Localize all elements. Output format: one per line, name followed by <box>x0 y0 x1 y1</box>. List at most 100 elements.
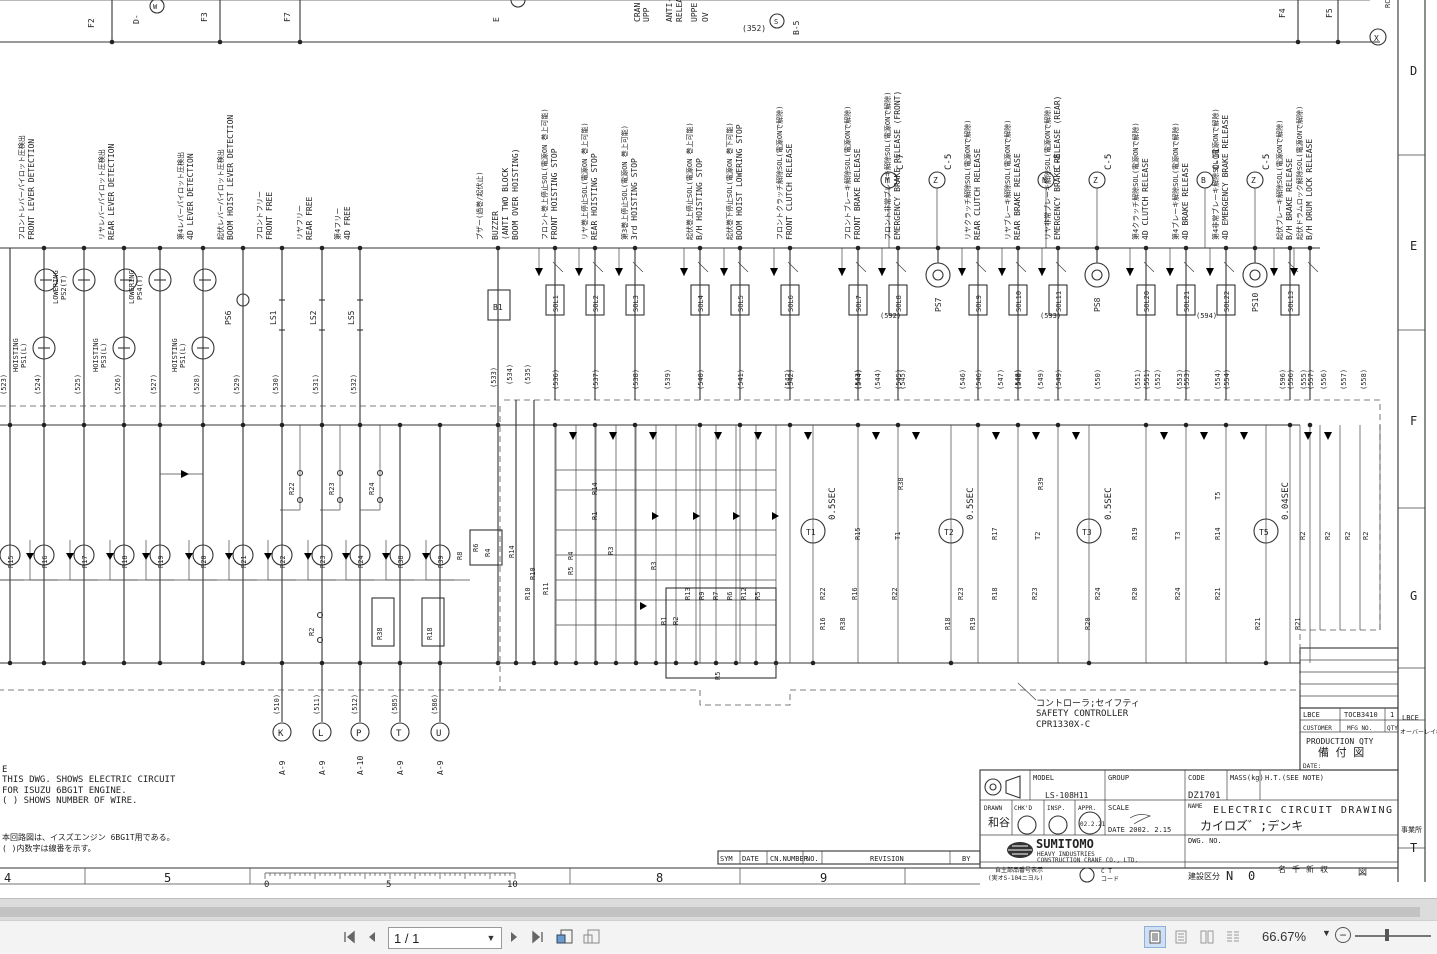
next-page-button[interactable] <box>503 926 525 948</box>
solenoid-box <box>545 284 565 316</box>
wire-number: (548) <box>1014 369 1022 390</box>
junction-dot <box>855 422 861 428</box>
pressure-switch-mode: LOWERING <box>128 270 136 304</box>
contact-label: R7 <box>712 592 720 600</box>
junction-dot <box>1307 422 1313 428</box>
contact-label: R19 <box>969 617 977 630</box>
timer-coil <box>1253 518 1279 544</box>
connector-letter: U <box>436 729 441 739</box>
zoom-level[interactable]: 66.67% <box>1262 929 1307 944</box>
contact-label: R24 <box>368 482 376 495</box>
continuous-facing-view-button[interactable] <box>1222 926 1244 948</box>
zoom-out-button[interactable]: − <box>1335 927 1351 943</box>
horizontal-scrollbar[interactable] <box>0 898 1437 921</box>
junction-dot <box>279 660 285 666</box>
wire-number: (537) <box>592 369 600 390</box>
zoom-dropdown-icon[interactable]: ▼ <box>1322 928 1331 938</box>
connector-letter: T <box>396 729 402 739</box>
contact-label: R19 <box>1131 527 1139 540</box>
scale-tick-label: 0 <box>264 880 269 890</box>
wire-number: (556) <box>1320 369 1328 390</box>
input-jp-label: 第4フリー <box>333 208 342 240</box>
wire-number: (586) <box>431 694 439 715</box>
contact-label: R23 <box>957 587 965 600</box>
relay-coil <box>349 544 371 566</box>
sol-contact <box>1015 261 1027 273</box>
sol-contact <box>1183 261 1195 273</box>
row-marker-e: E <box>1410 239 1417 253</box>
wire-number: (554) <box>1223 369 1231 390</box>
junction-dot <box>1183 245 1189 251</box>
input-jp-label: リヤレバーパイロット圧検出 <box>97 149 106 240</box>
junction-dot <box>975 245 981 251</box>
sol-contact <box>697 261 709 273</box>
wire-number: (538) <box>632 369 640 390</box>
continuous-view-button[interactable] <box>1170 926 1192 948</box>
facing-view-button[interactable] <box>1196 926 1218 948</box>
diode <box>1126 268 1134 276</box>
sol-contact <box>592 261 604 273</box>
fit-width-button[interactable] <box>581 926 603 948</box>
junction-dot <box>240 660 246 666</box>
note-text: ( ) SHOWS NUMBER OF WIRE. <box>2 796 137 806</box>
prev-page-button[interactable] <box>361 926 383 948</box>
relay-coil <box>73 544 95 566</box>
timer-label: T2 <box>944 528 954 537</box>
scale-tick-label: 5 <box>386 880 391 890</box>
limit-switch-label: LS1 <box>269 310 278 325</box>
first-page-button[interactable] <box>338 926 360 948</box>
pressure-switch <box>148 268 172 292</box>
contact-label: R20 <box>1131 587 1139 600</box>
input-jp-label: 起伏レバーパイロット圧検出 <box>216 149 225 240</box>
contact <box>376 469 384 477</box>
top-terminal-circle <box>769 13 785 29</box>
input-en-label: 4D LEVER DETECTION <box>186 153 195 240</box>
title-block-main <box>979 769 1399 869</box>
row-marker-g: G <box>1410 589 1417 603</box>
diode <box>225 553 233 560</box>
zoom-slider-handle[interactable] <box>1385 929 1389 941</box>
title-block-ct: C T <box>1101 868 1112 875</box>
solenoid-label: SOL11 <box>1055 291 1063 312</box>
junction-dot <box>200 422 206 428</box>
zoom-slider[interactable] <box>1355 929 1431 941</box>
title-block-group-label: GROUP <box>1108 774 1129 782</box>
relay-coil-label: R39 <box>437 555 445 568</box>
title-block-overlay: オーバーレイ枚数 <box>1400 728 1437 736</box>
contact-label: R3 <box>650 562 658 570</box>
sol-jp-label: フロントブレーキ解除SOL(電源ONで解除) <box>843 105 852 240</box>
wire-number: (546) <box>959 369 967 390</box>
page-number-input[interactable] <box>389 929 482 947</box>
junction-dot <box>553 660 559 666</box>
timer-label: T3 <box>1082 528 1092 537</box>
fit-page-button[interactable] <box>554 926 576 948</box>
wire-number: (551) <box>1143 369 1151 390</box>
wire-number: (512) <box>351 694 359 715</box>
input-en-label: FRONT FREE <box>265 192 274 240</box>
diode <box>1038 268 1046 276</box>
col-marker-8: 8 <box>656 871 663 885</box>
page-dropdown-icon[interactable]: ▼ <box>486 933 496 943</box>
diode <box>733 512 740 520</box>
sol-contact <box>1223 261 1235 273</box>
relay-coil-label: R20 <box>200 555 208 568</box>
page-number-field[interactable]: ▼ <box>388 927 502 949</box>
sol-jp-label: リヤ非常ブレーキ解除SOL(電源ONで解除) <box>1043 105 1052 240</box>
relay-coil-label: R15 <box>7 555 15 568</box>
contact-label: R14 <box>1214 527 1222 540</box>
contact-label: T5 <box>1214 492 1222 500</box>
sol-en-label: 4D EMERGENCY BRAKE RELEASE <box>1221 115 1230 240</box>
wire-number: (547) <box>997 369 1005 390</box>
sol-en-label: FRONT CLUTCH RELEASE <box>785 143 794 240</box>
scrollbar-thumb[interactable] <box>0 907 1420 917</box>
contact-label: R10 <box>524 587 532 600</box>
last-page-button[interactable] <box>527 926 549 948</box>
single-page-view-button[interactable] <box>1144 926 1166 948</box>
revision-header: SYM <box>720 855 733 863</box>
contact-label: R22 <box>288 482 296 495</box>
buzzer-en-label: (ANTI TWO BLOCK <box>501 168 510 240</box>
junction-dot <box>531 660 537 666</box>
diode <box>1206 268 1214 276</box>
sol-en-label: REAR CLUTCH RELEASE <box>973 148 982 240</box>
diode <box>838 268 846 276</box>
